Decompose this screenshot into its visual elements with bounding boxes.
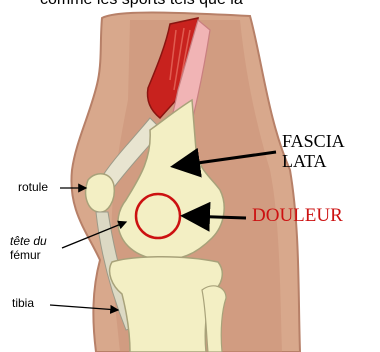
douleur-label: DOULEUR (252, 205, 343, 227)
tibia-label: tibia (12, 296, 34, 310)
tete-label-line1: tête du (10, 234, 47, 248)
patella (86, 174, 115, 212)
rotule-label: rotule (18, 180, 48, 194)
tete-label-line2: fémur (10, 248, 47, 262)
fascia-label-line1: FASCIA (282, 131, 345, 151)
douleur-arrow (186, 216, 246, 218)
fascia-label-line2: LATA (282, 151, 345, 171)
fascia-label: FASCIA LATA (282, 131, 345, 171)
tete-du-femur-label: tête du fémur (10, 234, 47, 262)
